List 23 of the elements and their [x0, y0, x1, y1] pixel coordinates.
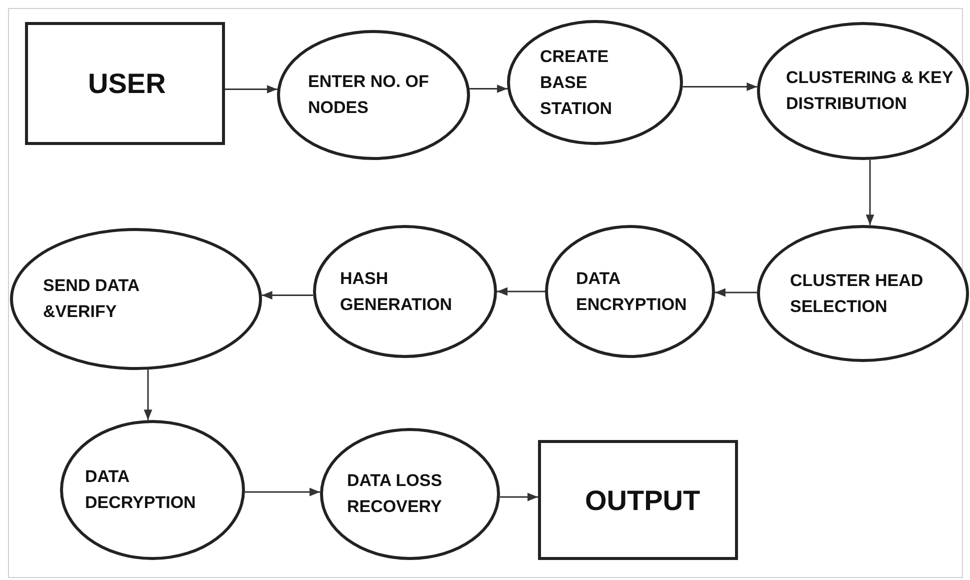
node-label: CLUSTERING & KEY DISTRIBUTION: [786, 67, 954, 115]
node-label: SEND DATA &VERIFY: [43, 275, 140, 323]
node-label: HASH GENERATION: [340, 268, 454, 316]
arrow: [244, 488, 320, 496]
node-label: DATA LOSS RECOVERY: [347, 470, 444, 518]
node-label: DATA ENCRYPTION: [576, 268, 688, 316]
node-label: CLUSTER HEAD SELECTION: [790, 270, 924, 318]
node-label: ENTER NO. OF NODES: [308, 71, 430, 119]
arrow: [682, 82, 758, 91]
process-box: [25, 22, 225, 145]
arrow: [497, 287, 545, 296]
arrow: [225, 85, 278, 94]
arrow: [715, 288, 757, 297]
arrow: [866, 160, 874, 226]
process-box: [538, 440, 738, 560]
node-label: CREATE BASE STATION: [540, 46, 614, 120]
arrow: [500, 492, 538, 502]
node-label: DATA DECRYPTION: [85, 466, 197, 514]
node-label: USER: [88, 67, 167, 101]
node-label: OUTPUT: [585, 484, 702, 518]
arrow: [144, 370, 152, 420]
arrow: [470, 84, 508, 93]
arrow: [262, 291, 314, 300]
